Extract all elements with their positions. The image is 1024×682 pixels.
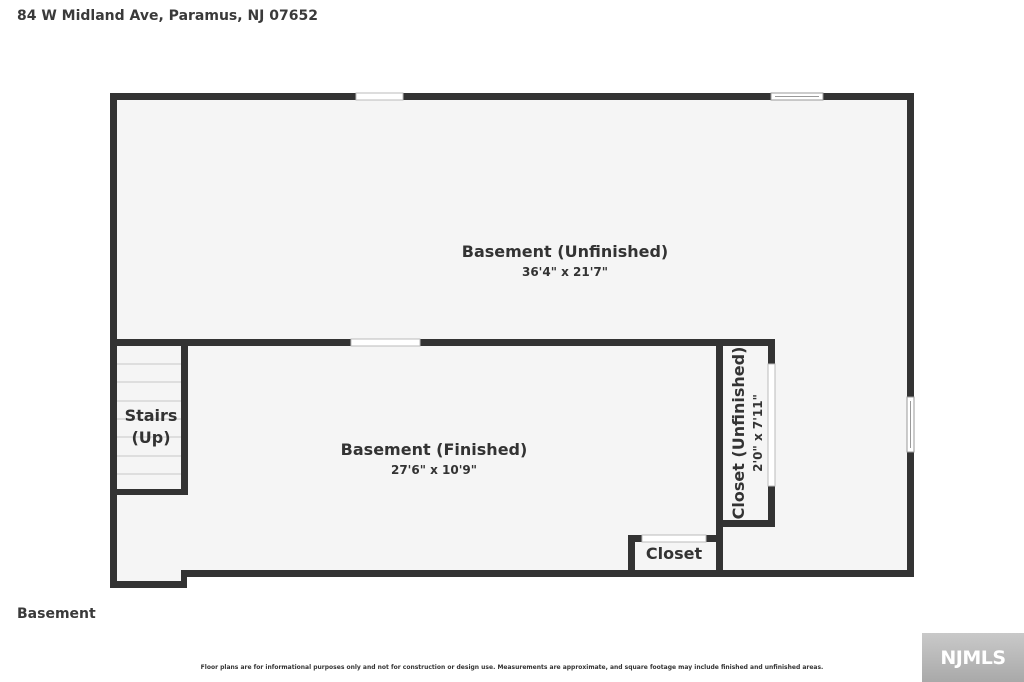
room-name-basement-finished: Basement (Finished) — [341, 440, 528, 459]
opening-closet — [641, 534, 707, 543]
floor-label: Basement — [17, 606, 96, 622]
window-top-left — [355, 92, 404, 101]
windows — [350, 92, 915, 543]
stairs-treads — [117, 363, 181, 475]
room-dims-basement-finished: 27'6" x 10'9" — [391, 463, 477, 477]
room-name-stairs: Stairs — [125, 406, 178, 425]
property-address: 84 W Midland Ave, Paramus, NJ 07652 — [17, 8, 318, 24]
opening-interior-wall — [350, 338, 421, 347]
room-name-basement-unfinished: Basement (Unfinished) — [462, 242, 668, 261]
logo-text: NJMLS — [940, 646, 1006, 669]
room-dims-basement-unfinished: 36'4" x 21'7" — [522, 265, 608, 279]
opening-closet-unfinished — [767, 363, 776, 487]
njmls-logo: NJMLS — [922, 633, 1024, 682]
room-dims-closet-unfinished: 2'0" x 7'11" — [751, 394, 765, 472]
room-name-closet-unfinished: Closet (Unfinished) — [729, 347, 748, 520]
room-name-stairs-direction: (Up) — [131, 428, 170, 447]
room-name-closet: Closet — [646, 544, 703, 563]
disclaimer-text: Floor plans are for informational purpos… — [200, 664, 824, 671]
